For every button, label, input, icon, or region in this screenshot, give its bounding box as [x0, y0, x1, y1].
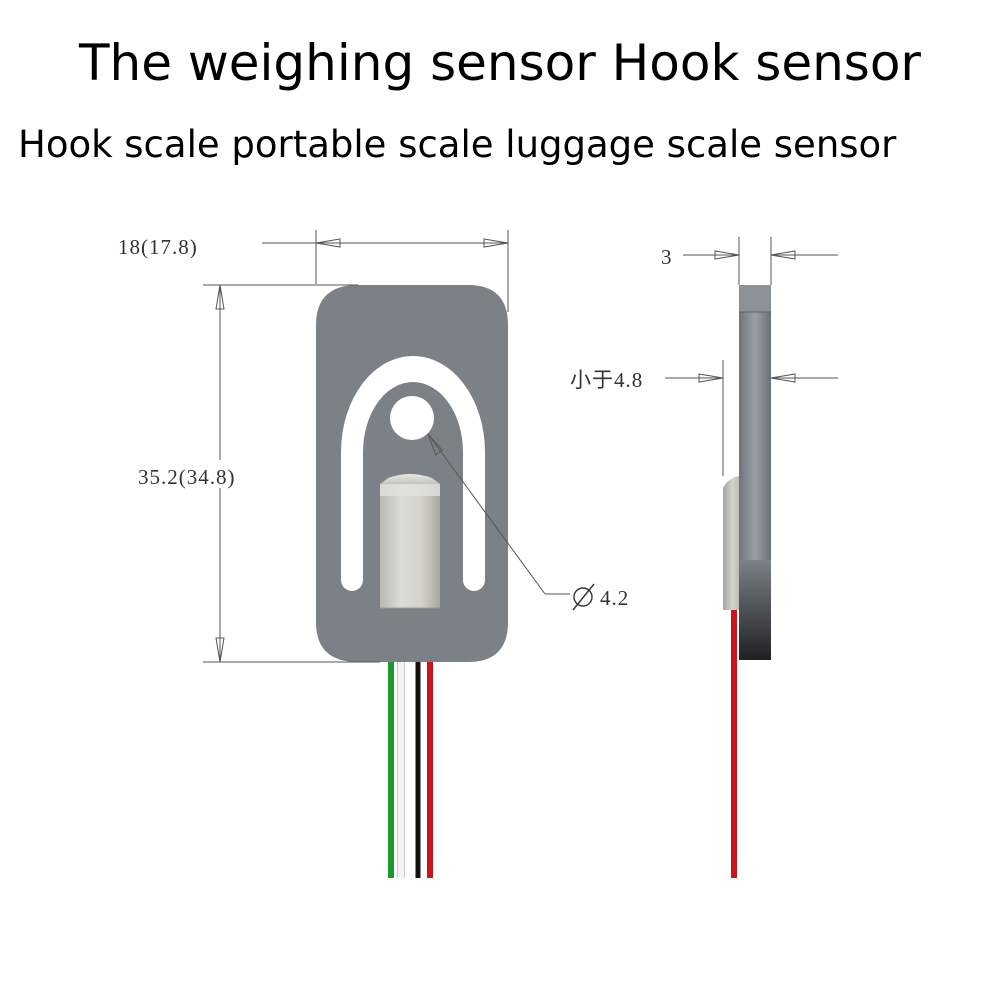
- hole-diameter-label: 4.2: [600, 586, 629, 610]
- page-subtitle: Hook scale portable scale luggage scale …: [18, 123, 897, 166]
- mounting-hole: [390, 396, 434, 440]
- max-thickness-label: 小于4.8: [570, 368, 643, 392]
- thickness-dimension: 3: [661, 237, 838, 285]
- width-label: 18(17.8): [118, 235, 198, 259]
- side-plate: [739, 285, 771, 660]
- strain-gauge: [380, 474, 440, 609]
- height-dimension: 35.2(34.8): [138, 284, 380, 663]
- sensor-plate: [316, 285, 508, 662]
- diameter-symbol-icon: [572, 583, 595, 611]
- page-title: The weighing sensor Hook sensor: [79, 34, 921, 92]
- width-dimension: 18(17.8): [118, 230, 509, 312]
- front-view: 18(17.8) 35.2(34.8): [118, 230, 629, 878]
- side-view: 3 小于4.8: [570, 237, 838, 878]
- thickness-label: 3: [661, 245, 673, 269]
- height-label: 35.2(34.8): [138, 465, 236, 489]
- side-strain-gauge: [723, 476, 739, 610]
- max-thickness-dimension: 小于4.8: [570, 360, 838, 476]
- hole-diameter-callout: 4.2: [427, 433, 629, 611]
